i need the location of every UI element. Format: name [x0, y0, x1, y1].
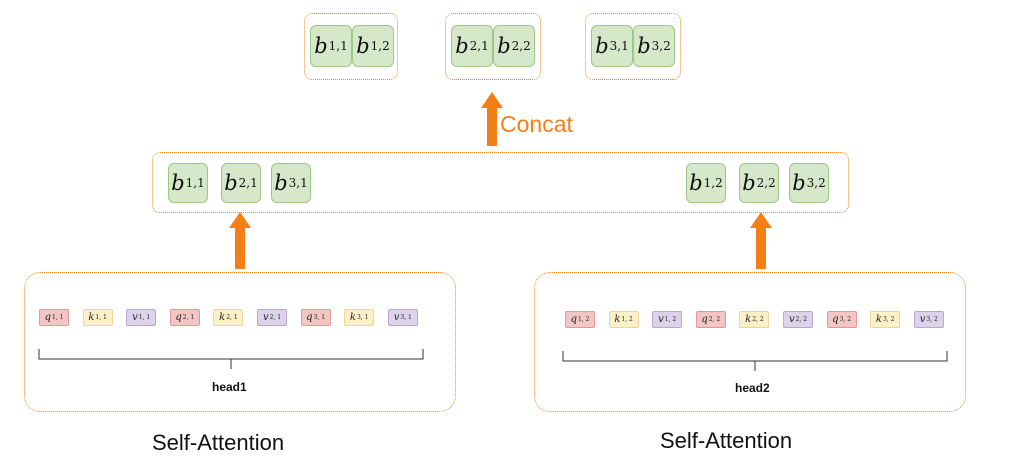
output-group-3: [585, 13, 681, 80]
head2-up-arrow-icon: [750, 212, 772, 269]
concat-label: Concat: [500, 111, 573, 137]
head1-up-arrow-icon: [229, 212, 251, 269]
head1-brace: [38, 349, 424, 369]
head2-label: head2: [735, 381, 770, 395]
head2-brace: [562, 351, 948, 371]
head-outputs-row: [152, 152, 849, 213]
head2-box: [534, 272, 966, 412]
output-group-1: [304, 13, 398, 80]
self-attention-left-title: Self-Attention: [152, 430, 285, 455]
concat-arrow-icon: [481, 92, 503, 146]
head1-label: head1: [212, 380, 247, 394]
self-attention-right-title: Self-Attention: [660, 428, 793, 453]
output-group-2: [445, 13, 541, 80]
head1-box: [24, 272, 456, 412]
